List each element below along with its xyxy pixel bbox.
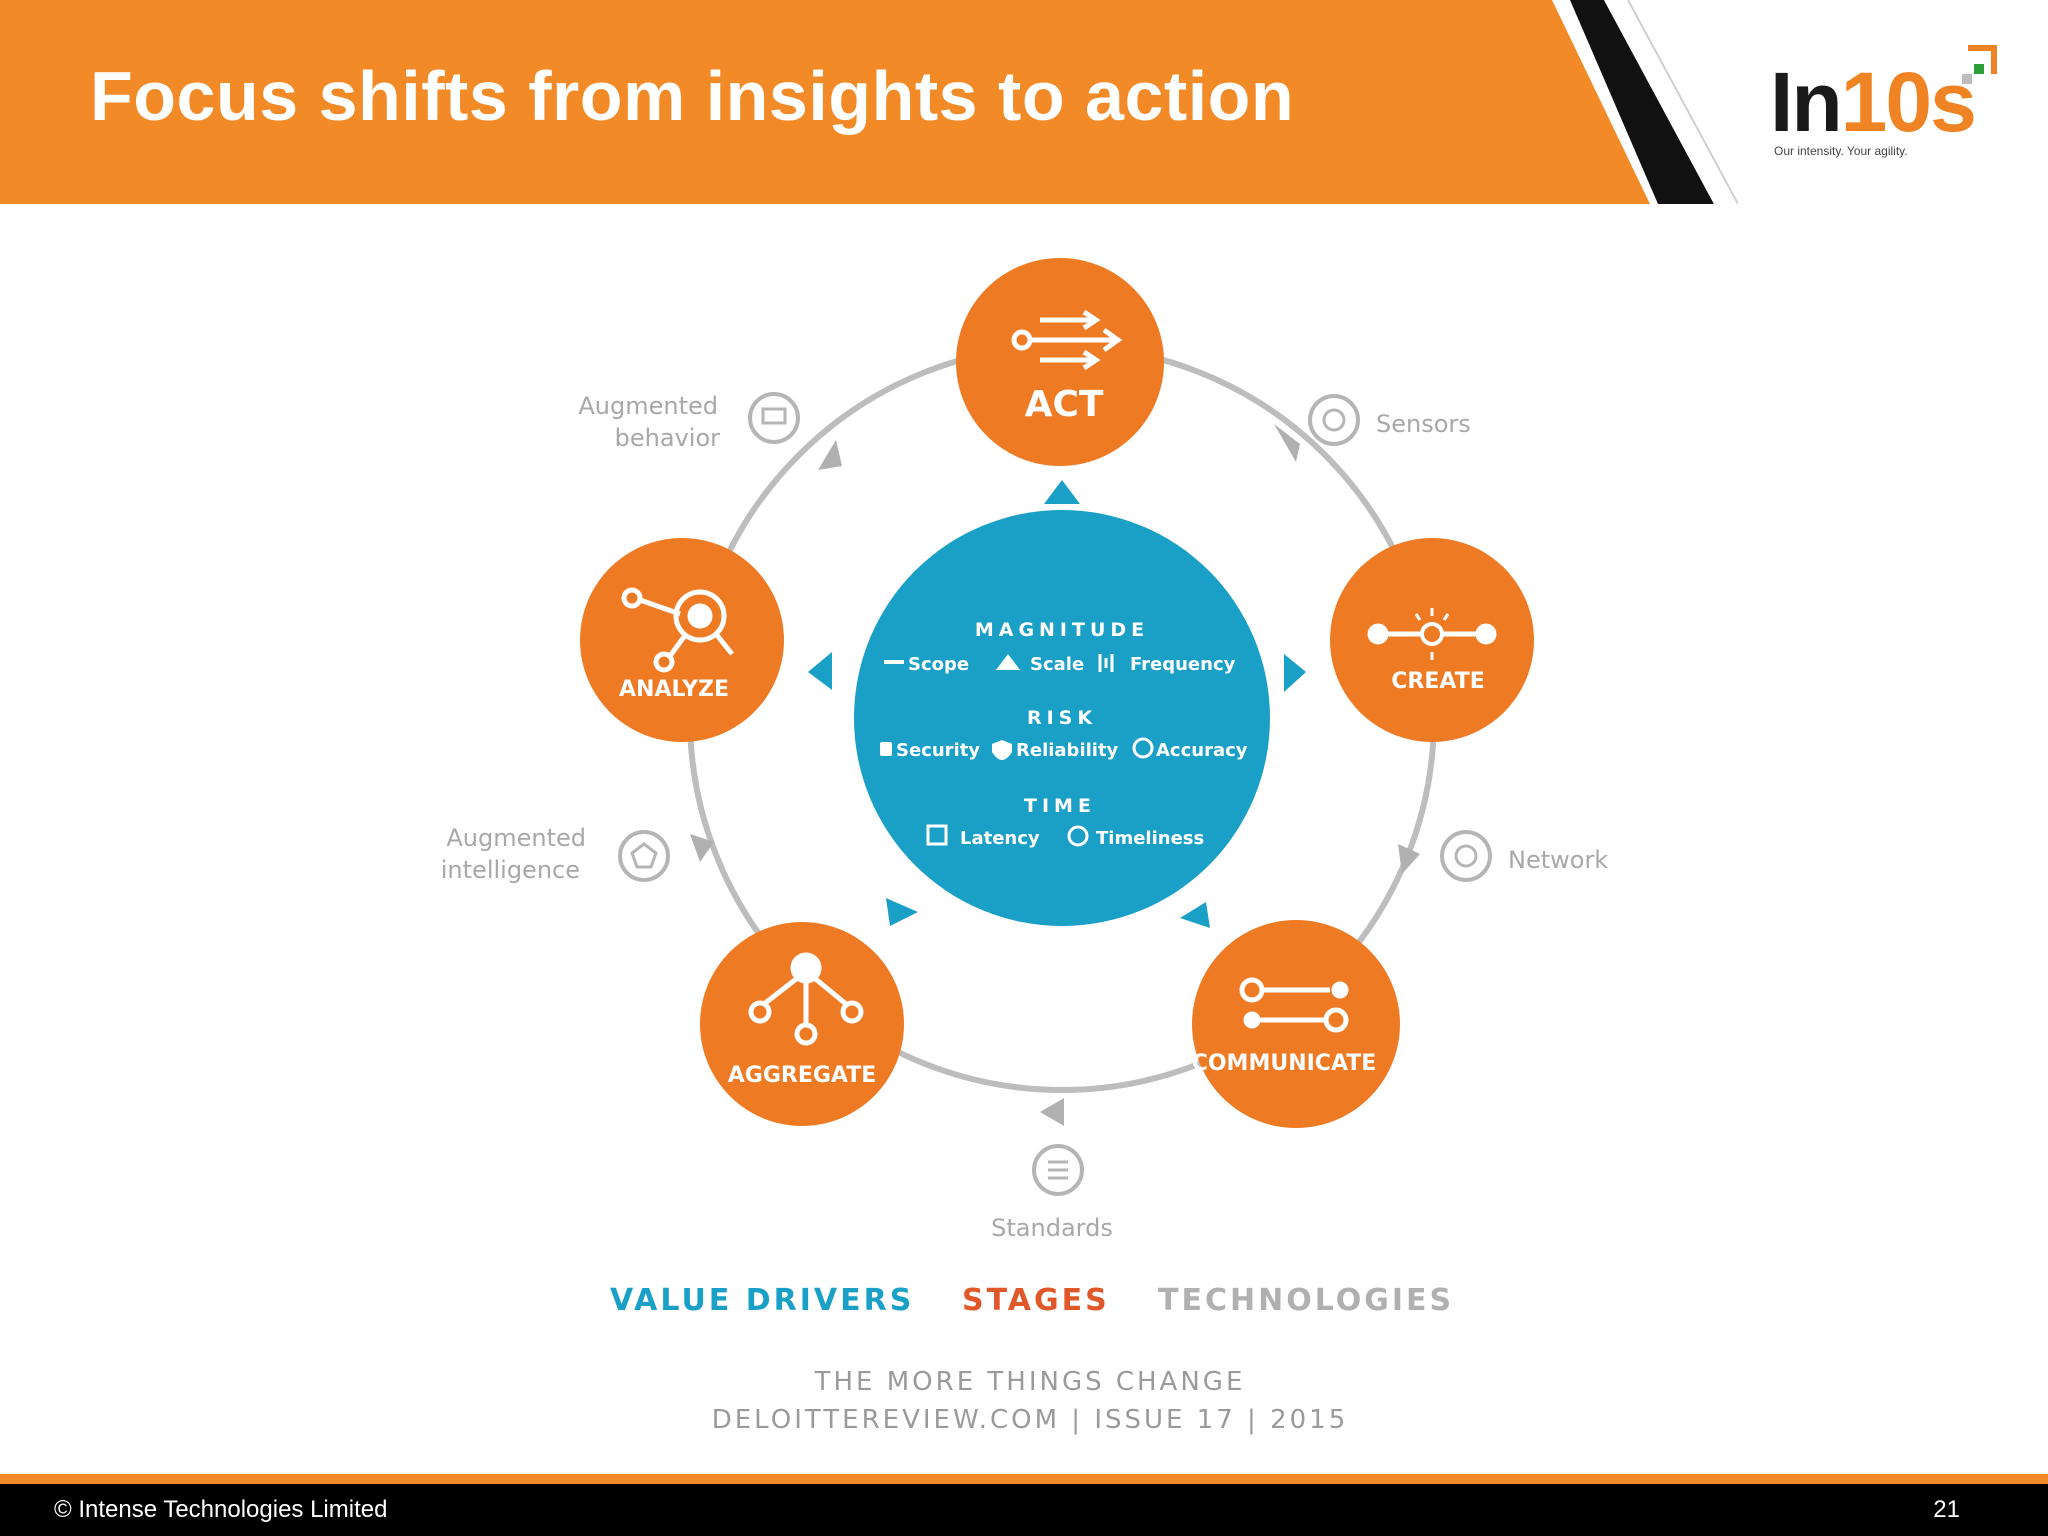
monitor-icon — [761, 407, 787, 425]
header-banner — [0, 0, 2048, 205]
slide-footer: © Intense Technologies Limited 21 — [0, 1484, 2048, 1536]
reliability-label: Reliability — [1016, 740, 1119, 761]
magnitude-heading: MAGNITUDE — [975, 619, 1149, 641]
copyright-text: © Intense Technologies Limited — [54, 1496, 388, 1523]
logo-tagline: Our intensity. Your agility. — [1774, 144, 1908, 158]
stage-label: CREATE — [1391, 669, 1484, 694]
tech-label: Standards — [991, 1214, 1113, 1242]
ring-arrow-icon — [818, 440, 842, 470]
page-number: 21 — [1933, 1496, 1960, 1523]
ring-arrow-icon — [1398, 844, 1420, 874]
accuracy-icon — [1132, 737, 1154, 759]
ring-arrow-icon — [1040, 1098, 1064, 1126]
tech-augmented-behavior: Augmented behavior — [578, 392, 800, 452]
arrows-icon — [1011, 309, 1123, 371]
stage-label: ACT — [1025, 384, 1104, 425]
logo-arrow-icon — [1962, 45, 1997, 84]
timeliness-label: Timeliness — [1096, 828, 1204, 849]
logo-text-accent: 10s — [1840, 55, 1977, 149]
scale-icon — [996, 654, 1020, 670]
stage-act: ACT — [956, 258, 1164, 466]
stage-label: ANALYZE — [619, 677, 729, 702]
scope-icon — [884, 660, 904, 664]
source-line-2: DELOITTEREVIEW.COM | ISSUE 17 | 2015 — [712, 1405, 1349, 1435]
stage-label: COMMUNICATE — [1192, 1051, 1377, 1076]
logo-text-main: In — [1770, 55, 1843, 149]
scope-label: Scope — [908, 654, 969, 675]
frequency-label: Frequency — [1130, 654, 1236, 675]
sensor-icon — [1322, 408, 1346, 432]
standards-icon — [1048, 1160, 1068, 1180]
slide-title: Focus shifts from insights to action — [90, 57, 1295, 135]
network-icon — [1454, 844, 1478, 868]
stage-create: CREATE — [1330, 538, 1534, 742]
accuracy-label: Accuracy — [1156, 740, 1248, 761]
legend-stages: STAGES — [962, 1283, 1110, 1318]
magnifier-network-icon — [621, 587, 734, 673]
tech-label: Augmented — [578, 392, 718, 420]
pentagon-icon — [630, 842, 658, 869]
risk-heading: RISK — [1027, 707, 1097, 729]
dual-line-icon — [1239, 977, 1349, 1033]
scale-label: Scale — [1030, 654, 1084, 675]
iot-cycle-diagram: MAGNITUDE Scope Scale Frequency RISK Sec… — [0, 204, 2048, 1474]
value-drivers-disc — [854, 510, 1270, 926]
legend-value-drivers: VALUE DRIVERS — [610, 1283, 914, 1318]
time-heading: TIME — [1024, 795, 1096, 817]
tech-standards: Standards — [991, 1144, 1113, 1242]
latency-label: Latency — [960, 828, 1040, 849]
ring-arrow-icon — [690, 834, 714, 862]
header-orange-band — [0, 0, 1650, 204]
tech-label: Sensors — [1376, 410, 1471, 438]
security-label: Security — [896, 740, 980, 761]
tech-network: Network — [1440, 830, 1608, 882]
stage-communicate: COMMUNICATE — [1192, 920, 1400, 1128]
tech-label: behavior — [615, 424, 720, 452]
pointer-triangle-icon — [1044, 480, 1080, 504]
sensor-line-icon — [1367, 608, 1497, 660]
ring-arrow-icon — [1274, 424, 1300, 462]
timeliness-icon — [1067, 825, 1089, 847]
tech-sensors: Sensors — [1308, 394, 1471, 446]
security-icon — [880, 742, 892, 756]
pointer-triangle-icon — [1284, 654, 1306, 692]
pointer-triangle-icon — [808, 652, 832, 690]
legend-technologies: TECHNOLOGIES — [1158, 1283, 1454, 1318]
source-line-1: THE MORE THINGS CHANGE — [814, 1367, 1246, 1397]
tech-label: Augmented — [446, 824, 586, 852]
tech-label: intelligence — [441, 856, 580, 884]
latency-icon — [926, 824, 948, 846]
tech-augmented-intelligence: Augmented intelligence — [441, 824, 670, 884]
reliability-icon — [992, 740, 1012, 760]
tree-icon — [748, 952, 864, 1046]
company-logo: In10s Our intensity. Your agility. — [1770, 45, 2010, 170]
header-white-stripe — [1604, 0, 1738, 204]
pointer-triangle-icon — [1180, 902, 1210, 928]
stage-analyze: ANALYZE — [580, 538, 784, 742]
tech-label: Network — [1508, 846, 1608, 874]
pointer-triangle-icon — [886, 898, 918, 926]
footer-accent-bar — [0, 1474, 2048, 1484]
stage-aggregate: AGGREGATE — [700, 922, 904, 1126]
frequency-icon — [1098, 654, 1114, 672]
stage-label: AGGREGATE — [728, 1063, 877, 1088]
header-black-stripe — [1570, 0, 1714, 204]
slide-header: Focus shifts from insights to action In1… — [0, 0, 2048, 205]
